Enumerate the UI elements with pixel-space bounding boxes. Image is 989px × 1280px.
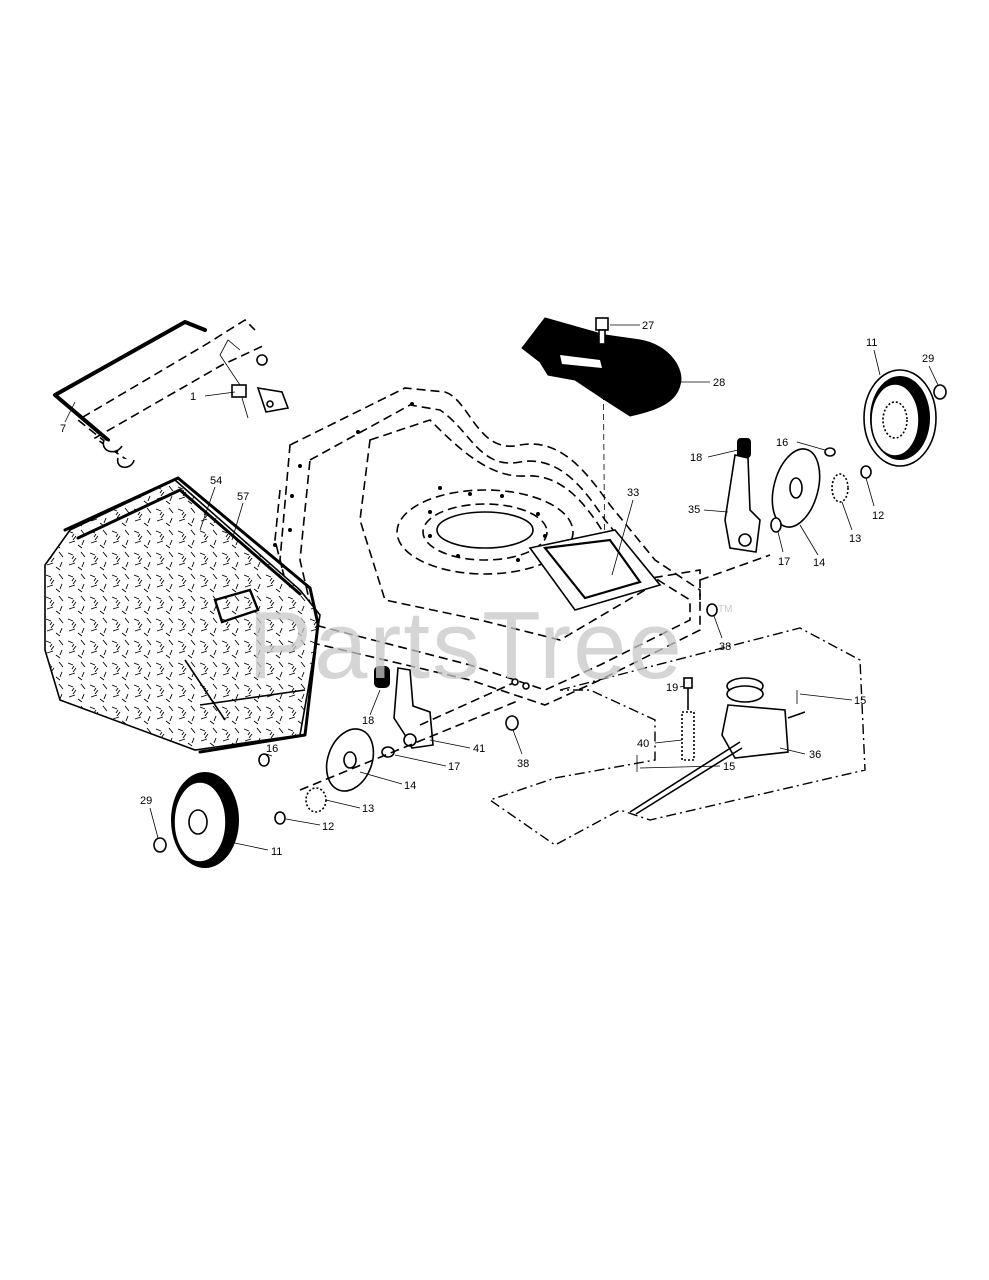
callout-38-right: 38 [719, 641, 731, 653]
callout-57: 57 [237, 491, 249, 503]
callout-16-left: 16 [266, 743, 278, 755]
transmission-group [488, 627, 866, 846]
callout-29-right: 29 [922, 353, 934, 365]
callout-11-right: 11 [866, 337, 877, 349]
right-wheel-group [699, 369, 947, 617]
handle-assembly [53, 318, 266, 469]
grass-catcher-bag [44, 476, 321, 754]
callout-27: 27 [642, 320, 654, 332]
callout-13-left: 13 [362, 803, 374, 815]
callout-19: 19 [666, 682, 678, 694]
callout-33: 33 [627, 487, 639, 499]
callout-12-left: 12 [322, 821, 334, 833]
callout-11-left: 11 [271, 846, 282, 858]
watermark-trademark: TM [718, 604, 732, 615]
callout-41: 41 [473, 743, 485, 755]
discharge-chute [521, 317, 682, 586]
callout-17-right: 17 [778, 556, 790, 568]
callout-7: 7 [60, 423, 66, 435]
left-height-adjuster [374, 666, 521, 749]
callout-13-right: 13 [849, 533, 861, 545]
callout-28: 28 [713, 377, 725, 389]
callout-12-right: 12 [872, 510, 884, 522]
right-height-adjuster [724, 438, 761, 553]
callout-36: 36 [809, 749, 821, 761]
left-wheel-group [153, 678, 530, 868]
callout-labels: 1 7 54 57 27 28 33 35 18 16 11 29 12 13 … [60, 320, 934, 858]
callout-14-right: 14 [813, 557, 825, 569]
watermark-text: PartsTree [248, 592, 684, 699]
callout-18-left: 18 [362, 715, 374, 727]
callout-38-left: 38 [517, 758, 529, 770]
callout-35: 35 [688, 504, 700, 516]
mower-deck [273, 387, 701, 706]
callout-16-right: 16 [776, 437, 788, 449]
leader-lines [64, 324, 939, 851]
callout-29-left: 29 [140, 795, 152, 807]
drive-bail [528, 529, 662, 611]
control-bracket [219, 339, 290, 419]
callout-54: 54 [210, 475, 222, 487]
callout-1: 1 [190, 391, 196, 403]
callout-17-left: 17 [448, 761, 460, 773]
callout-15-b: 15 [723, 761, 735, 773]
callout-40: 40 [637, 738, 649, 750]
callout-15-a: 15 [854, 695, 866, 707]
callout-18-right: 18 [690, 452, 702, 464]
callout-14-left: 14 [404, 780, 416, 792]
